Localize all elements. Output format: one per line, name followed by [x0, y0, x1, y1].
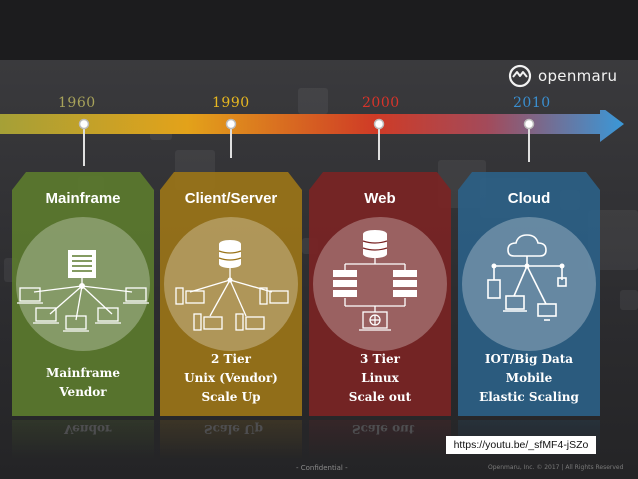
timeline-arrow: [0, 110, 624, 166]
era-card-shape: [309, 172, 451, 416]
year-label-2000: 2000: [362, 95, 400, 111]
era-title: Client/Server: [184, 190, 278, 207]
decor-square: [298, 88, 328, 114]
era-desc-line: Scale Up: [201, 390, 261, 404]
era-desc-line: Mobile: [505, 371, 553, 385]
era-desc-line: IOT/Big Data: [484, 352, 574, 366]
era-desc-line: 3 Tier: [360, 352, 400, 366]
era-card-client-server: Client/Server: [160, 172, 302, 416]
web-three-tier-icon: [333, 230, 417, 331]
era-desc-line: Scale out: [348, 390, 412, 404]
era-desc-line: Elastic Scaling: [479, 390, 579, 404]
year-label-1960: 1960: [58, 95, 96, 111]
decor-square: [620, 290, 638, 310]
top-bar: [0, 0, 638, 60]
footer-copyright: Openmaru, Inc. © 2017 | All Rights Reser…: [488, 464, 624, 471]
era-desc-line: Mainframe: [46, 366, 120, 380]
mainframe-network-icon: [17, 250, 149, 332]
era-description: 3 Tier Linux Scale out: [309, 350, 451, 407]
brand-name: openmaru: [538, 67, 618, 85]
era-title: Web: [364, 190, 396, 207]
client-server-network-icon: [175, 240, 289, 331]
era-desc-line: Vendor: [59, 385, 107, 399]
era-desc-line: Unix (Vendor): [184, 371, 278, 385]
reflection-text: Scale out: [352, 422, 415, 436]
youtube-link[interactable]: https://youtu.be/_sfMF4-jSZo: [446, 436, 596, 454]
era-card-cloud: Cloud IOT/Big Data: [458, 172, 600, 416]
era-title: Cloud: [507, 190, 551, 207]
year-label-1990: 1990: [212, 95, 250, 111]
cloud-network-icon: [487, 234, 567, 321]
card-reflection: Vendor Scale Up Scale out: [0, 420, 638, 460]
youtube-link-text[interactable]: https://youtu.be/_sfMF4-jSZo: [453, 439, 589, 451]
openmaru-logo-icon: [508, 64, 532, 88]
year-label-2010: 2010: [513, 95, 551, 111]
timeline-connectors: [78, 118, 535, 166]
era-card-mainframe: Mainframe: [12, 172, 154, 416]
reflection-text: Vendor: [64, 422, 112, 436]
era-card-web: Web: [309, 172, 451, 416]
era-title: Mainframe: [45, 190, 121, 207]
era-description: Mainframe Vendor: [12, 364, 154, 402]
footer-confidential: - Confidential -: [296, 464, 348, 472]
openmaru-logo: openmaru: [508, 64, 617, 88]
era-card-shape: [458, 172, 600, 416]
era-description: IOT/Big Data Mobile Elastic Scaling: [458, 350, 600, 407]
reflection-text: Scale Up: [204, 422, 263, 436]
era-desc-line: Linux: [361, 371, 399, 385]
era-description: 2 Tier Unix (Vendor) Scale Up: [160, 350, 302, 407]
era-desc-line: 2 Tier: [211, 352, 251, 366]
